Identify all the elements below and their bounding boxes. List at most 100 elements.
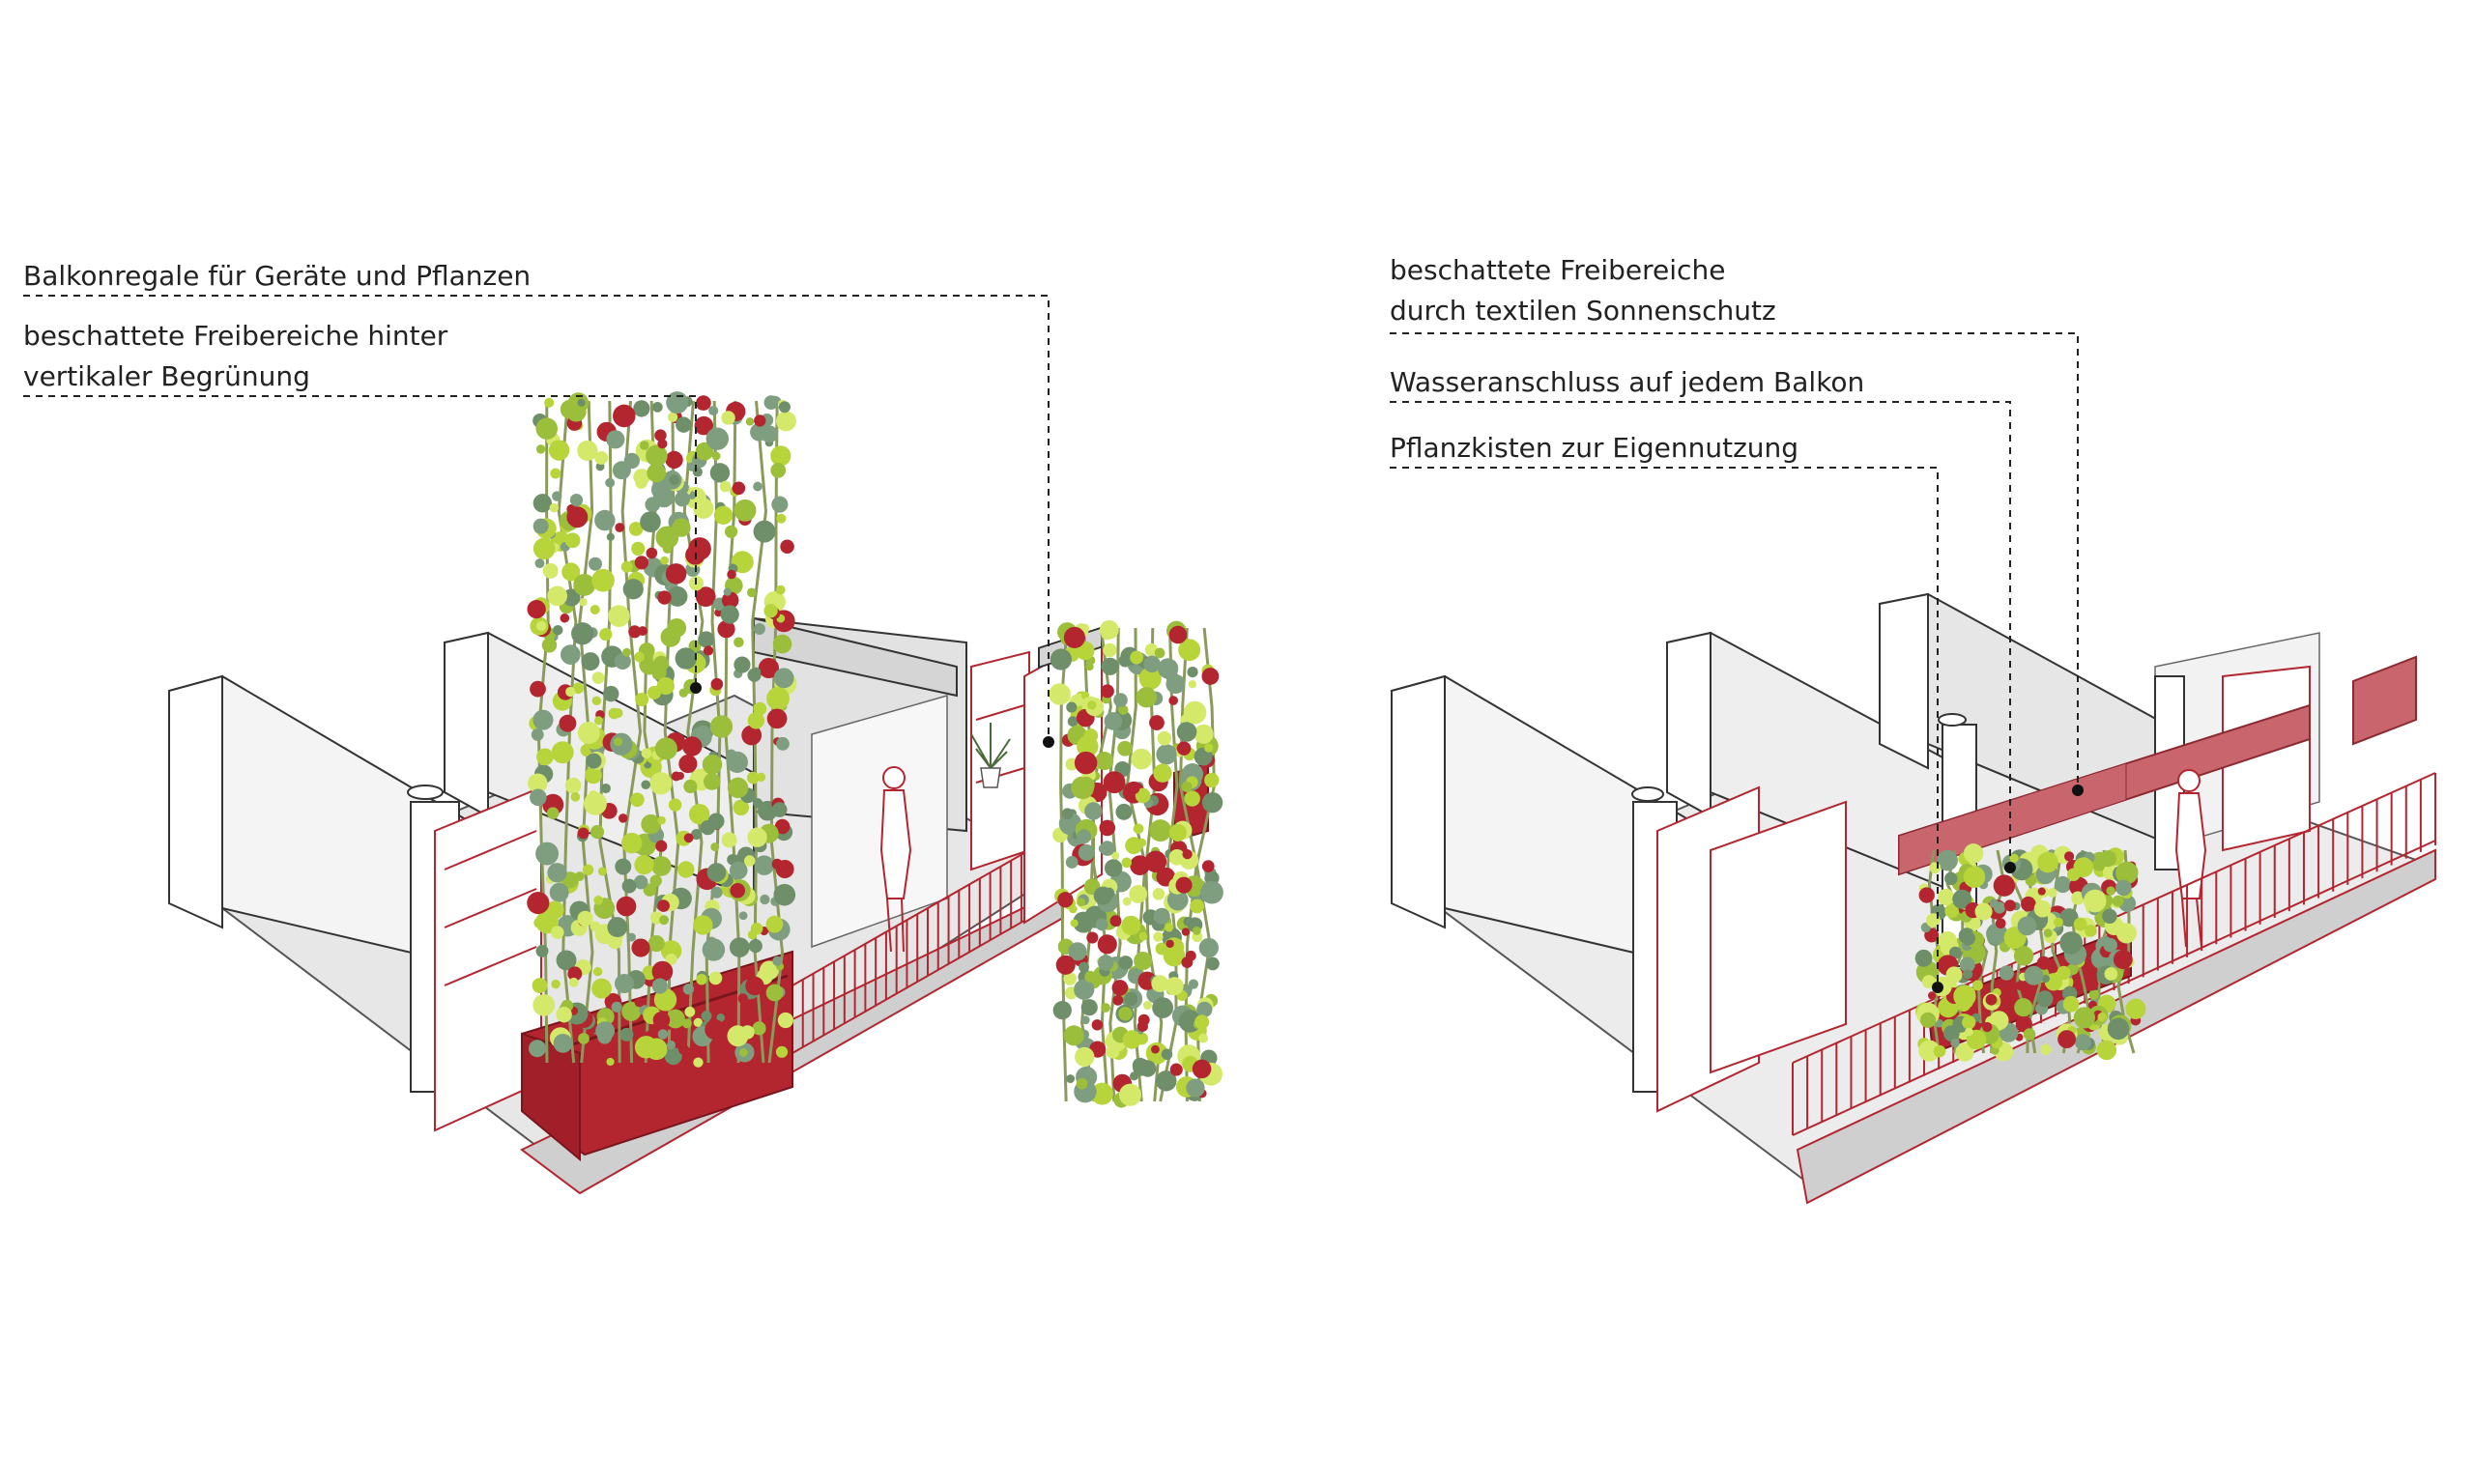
leaf (2037, 851, 2058, 873)
leaf (634, 556, 649, 570)
leaf (774, 818, 791, 835)
leaf (739, 1048, 748, 1057)
leaf (660, 556, 670, 565)
leaf (775, 1045, 789, 1058)
leaf (2107, 1017, 2130, 1041)
leaf (1136, 687, 1157, 708)
leaf (652, 402, 663, 413)
leaf (568, 977, 579, 987)
leaf (530, 680, 546, 698)
leaf (748, 939, 762, 954)
leaf (1190, 899, 1204, 914)
leaf (581, 652, 600, 671)
leaf (2062, 995, 2080, 1013)
leaf (640, 511, 661, 532)
leaf (613, 708, 623, 719)
leaf (1156, 1070, 1177, 1092)
leaf (721, 832, 737, 848)
leaf (655, 840, 668, 852)
leaf (615, 858, 632, 875)
leaf (1063, 1025, 1084, 1046)
leaf (595, 1021, 616, 1041)
leaf (1942, 1025, 1960, 1042)
leaf (542, 562, 559, 579)
leaf (578, 1033, 590, 1044)
leaf (1198, 937, 1219, 958)
leaf (1137, 838, 1147, 847)
leaf (1201, 860, 1215, 872)
leaf (1113, 693, 1128, 707)
leaf (536, 748, 554, 766)
leaf (1152, 997, 1174, 1019)
leaf (721, 411, 735, 425)
leaf (534, 558, 545, 569)
leaf (528, 1040, 546, 1058)
leaf (660, 626, 681, 647)
leaf (641, 748, 652, 759)
leaf (1168, 823, 1187, 842)
leaf (1183, 700, 1207, 725)
leaf (1125, 837, 1143, 855)
leaf (1069, 904, 1078, 914)
leaf (590, 604, 600, 615)
leaf (726, 749, 736, 759)
leaf (719, 480, 732, 493)
leaf (657, 590, 672, 605)
leaf (766, 687, 790, 710)
leaf (692, 467, 703, 477)
leaf (591, 978, 612, 999)
leaf (772, 956, 783, 966)
leaf (628, 522, 644, 536)
leaf (605, 477, 616, 488)
leaf (615, 523, 625, 532)
plant-cluster (1049, 619, 1223, 1108)
plant-stem (1059, 627, 1069, 1102)
leaf (2088, 989, 2100, 1000)
leaf (653, 655, 670, 671)
leaf (1985, 993, 1998, 1006)
leaf (1176, 741, 1192, 756)
leaf (647, 935, 665, 953)
leaf (1138, 667, 1162, 690)
leaf (591, 568, 615, 592)
person-figure (879, 766, 912, 953)
leaf (1066, 701, 1078, 713)
leaf (567, 966, 583, 982)
leaf (634, 997, 645, 1008)
leaf (654, 737, 677, 760)
leaf (2009, 853, 2019, 863)
leaf (1131, 748, 1152, 770)
leaf (1049, 683, 1071, 705)
leaf (1963, 866, 1986, 888)
leaf (676, 771, 684, 781)
leaf (710, 677, 724, 691)
leaf (2085, 977, 2099, 991)
leaf (1995, 918, 2006, 929)
label-beschattete-vertikal-line1: beschattete Freibereiche hinter (23, 320, 448, 352)
leaf (777, 1012, 793, 1029)
leaf (1181, 781, 1193, 793)
leaf (1065, 856, 1079, 869)
leaf (544, 397, 555, 408)
leaf (553, 1033, 573, 1053)
leaf (594, 450, 609, 465)
leaf (550, 468, 561, 479)
leaf (2054, 875, 2072, 894)
leaf (620, 560, 633, 573)
leaf (2073, 917, 2087, 931)
leaf (621, 832, 643, 854)
leaf (677, 861, 695, 878)
leaf (1183, 917, 1193, 927)
leaf (1076, 1077, 1088, 1090)
leaf (1168, 625, 1188, 644)
leaf (559, 714, 577, 732)
leaf (654, 429, 667, 442)
leaf (545, 900, 564, 920)
leaf (1149, 715, 1165, 730)
leaf (594, 509, 616, 531)
leaf (1136, 1020, 1149, 1032)
leaf (1099, 619, 1119, 640)
leaf (2125, 998, 2146, 1019)
leaf (1129, 884, 1148, 903)
